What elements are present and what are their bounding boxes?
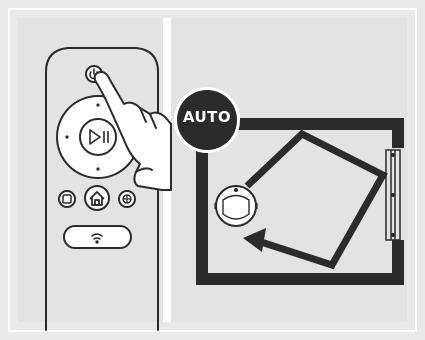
down-button[interactable] bbox=[96, 167, 100, 171]
hand-illustration bbox=[93, 70, 172, 191]
remote-control bbox=[45, 47, 159, 331]
left-button[interactable] bbox=[65, 135, 69, 139]
play-pause-icon bbox=[89, 129, 109, 145]
home-icon bbox=[89, 191, 105, 206]
cleaning-path bbox=[244, 129, 388, 270]
spot-clean-button[interactable] bbox=[58, 190, 76, 208]
up-button[interactable] bbox=[96, 103, 100, 107]
navigate-button[interactable] bbox=[118, 190, 136, 208]
wifi-icon bbox=[91, 233, 103, 244]
room-walls bbox=[196, 118, 404, 285]
spot-icon bbox=[62, 194, 72, 204]
auto-mode-badge bbox=[174, 87, 240, 153]
home-button[interactable] bbox=[84, 185, 110, 211]
doorway bbox=[385, 149, 401, 241]
robot-vacuum bbox=[214, 185, 258, 227]
play-pause-button[interactable] bbox=[79, 118, 117, 156]
wifi-button[interactable] bbox=[63, 225, 132, 249]
auto-mode-label: AUTO bbox=[182, 108, 232, 126]
path-arrowhead bbox=[243, 228, 266, 252]
